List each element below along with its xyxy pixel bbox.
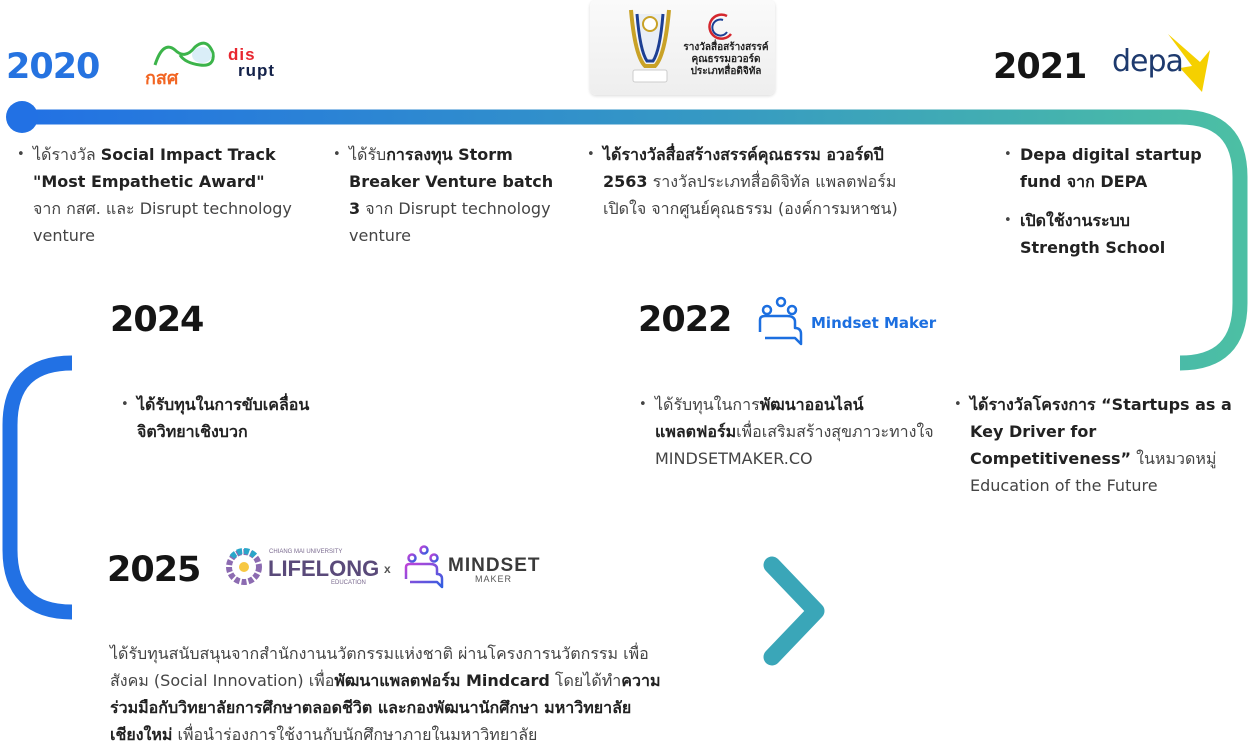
- list-item: เปิดใช้งานระบบ Strength School: [1004, 207, 1214, 261]
- track-top-segment: [22, 109, 1248, 371]
- mindset-maker-icon: [758, 296, 803, 346]
- milestone-2025-description: ได้รับทุนสนับสนุนจากสำนักงานนวัตกรรมแห่ง…: [110, 644, 661, 744]
- mindset-maker-2025-logo: MINDSET MAKER: [403, 545, 543, 591]
- milestone-storm-breaker-details: ได้รับการลงทุน Storm Breaker Venture bat…: [333, 141, 565, 261]
- mindset-maker-color-icon: [404, 545, 444, 589]
- year-2025: 2025: [107, 550, 201, 590]
- year-2021: 2021: [993, 47, 1087, 87]
- list-item: ได้รางวัลสื่อสร้างสรรค์คุณธรรม อวอร์ดปี …: [587, 141, 907, 222]
- milestone-startups-award-details: ได้รางวัลโครงการ “Startups as a Key Driv…: [954, 391, 1249, 511]
- morality-award-logo: รางวัลสื่อสร้างสรรค์ คุณธรรมอวอร์ด ประเภ…: [590, 0, 775, 95]
- milestone-2024-details: ได้รับทุนในการขับเคลื่อนจิตวิทยาเชิงบวก: [121, 391, 351, 457]
- timeline-start-dot: [6, 101, 38, 133]
- list-item: ได้รับการลงทุน Storm Breaker Venture bat…: [333, 141, 565, 249]
- osf-logo: กสศ: [145, 35, 225, 88]
- arrow-head-icon: [763, 556, 825, 666]
- milestone-2021-details: Depa digital startup fund จาก DEPA เปิดใ…: [1004, 141, 1214, 273]
- list-item: ได้รางวัลโครงการ “Startups as a Key Driv…: [954, 391, 1249, 499]
- depa-logo: depa: [1110, 32, 1220, 94]
- disrupt-logo: dis rupt: [228, 45, 276, 80]
- collaboration-x: x: [384, 562, 391, 576]
- mindset-maker-wordmark: Mindset Maker: [811, 314, 937, 332]
- milestone-2020-details: ได้รางวัล Social Impact Track "Most Empa…: [17, 141, 292, 261]
- milestone-morality-award-details: ได้รางวัลสื่อสร้างสรรค์คุณธรรม อวอร์ดปี …: [587, 141, 907, 234]
- list-item: ได้รับทุนในการพัฒนาออนไลน์แพลตฟอร์มเพื่อ…: [639, 391, 939, 472]
- year-2022: 2022: [638, 300, 732, 340]
- milestone-2022-details: ได้รับทุนในการพัฒนาออนไลน์แพลตฟอร์มเพื่อ…: [639, 391, 939, 484]
- cmu-lifelong-logo: CHIANG MAI UNIVERSITY LIFELONG EDUCATION: [224, 545, 379, 591]
- depa-arrow-icon: [1168, 34, 1210, 92]
- year-2024: 2024: [110, 300, 204, 340]
- list-item: ได้รางวัล Social Impact Track "Most Empa…: [17, 141, 292, 249]
- lifelong-emblem-icon: [226, 548, 262, 585]
- track-left-curve: [2, 355, 73, 620]
- trophy-icon: [629, 9, 671, 83]
- year-2020: 2020: [6, 47, 100, 87]
- award-emblem-icon: [708, 13, 732, 40]
- list-item: Depa digital startup fund จาก DEPA: [1004, 141, 1214, 195]
- list-item: ได้รับทุนในการขับเคลื่อนจิตวิทยาเชิงบวก: [121, 391, 351, 445]
